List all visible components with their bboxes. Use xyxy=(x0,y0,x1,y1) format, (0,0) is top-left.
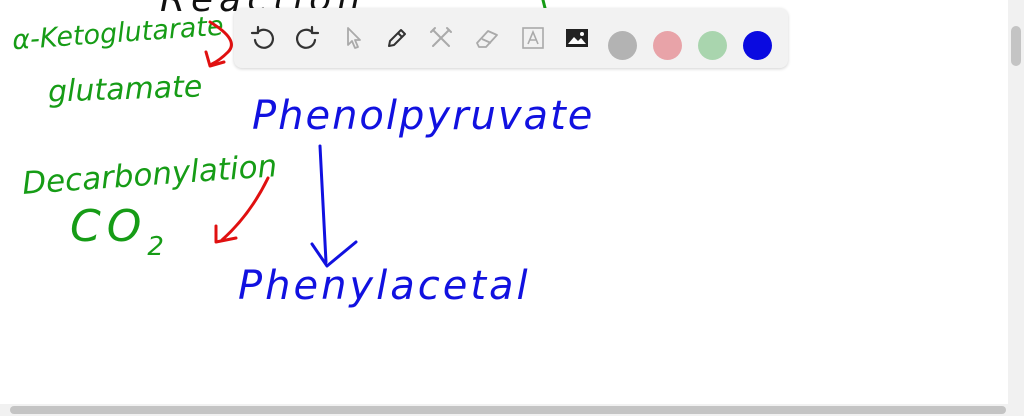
red-curved-arrow-top xyxy=(208,20,233,66)
pointer-button[interactable] xyxy=(338,23,368,53)
image-button[interactable] xyxy=(562,23,592,53)
phenylacetal-label: Phenylacetal xyxy=(238,263,531,309)
tools-icon xyxy=(430,27,452,47)
blue-reaction-arrow xyxy=(318,144,328,264)
vertical-scrollbar-thumb[interactable] xyxy=(1011,26,1021,66)
color-swatch-gray[interactable] xyxy=(608,31,637,60)
pen-icon xyxy=(388,29,406,47)
co2-text: CO xyxy=(70,201,148,252)
green-mark xyxy=(541,0,547,10)
pointer-icon xyxy=(347,27,361,49)
ink-strokes xyxy=(204,0,547,268)
eraser-icon xyxy=(476,30,498,48)
redo-icon xyxy=(296,25,320,49)
horizontal-scrollbar[interactable] xyxy=(0,404,1024,416)
tools-button[interactable] xyxy=(426,23,456,53)
co2-label: CO2 xyxy=(70,205,170,262)
co2-subscript: 2 xyxy=(147,232,170,262)
color-swatch-blue[interactable] xyxy=(743,31,772,60)
pen-button[interactable] xyxy=(382,23,412,53)
phenolpyruvate-label: Phenolpyruvate xyxy=(252,93,595,139)
red-arrowhead-top xyxy=(204,50,226,68)
color-swatch-light-green[interactable] xyxy=(698,31,727,60)
red-arrow-co2 xyxy=(220,176,270,242)
undo-button[interactable] xyxy=(248,23,278,53)
vertical-scrollbar[interactable] xyxy=(1008,0,1024,404)
undo-icon xyxy=(250,25,274,49)
red-arrowhead-co2 xyxy=(214,224,238,244)
text-button[interactable] xyxy=(518,23,548,53)
horizontal-scrollbar-thumb[interactable] xyxy=(10,406,1006,414)
blue-arrowhead xyxy=(310,240,358,268)
eraser-button[interactable] xyxy=(472,23,502,53)
image-icon xyxy=(566,29,588,47)
drawing-toolbar xyxy=(234,8,788,68)
color-swatch-pink[interactable] xyxy=(653,31,682,60)
text-icon xyxy=(522,27,544,49)
redo-button[interactable] xyxy=(292,23,322,53)
